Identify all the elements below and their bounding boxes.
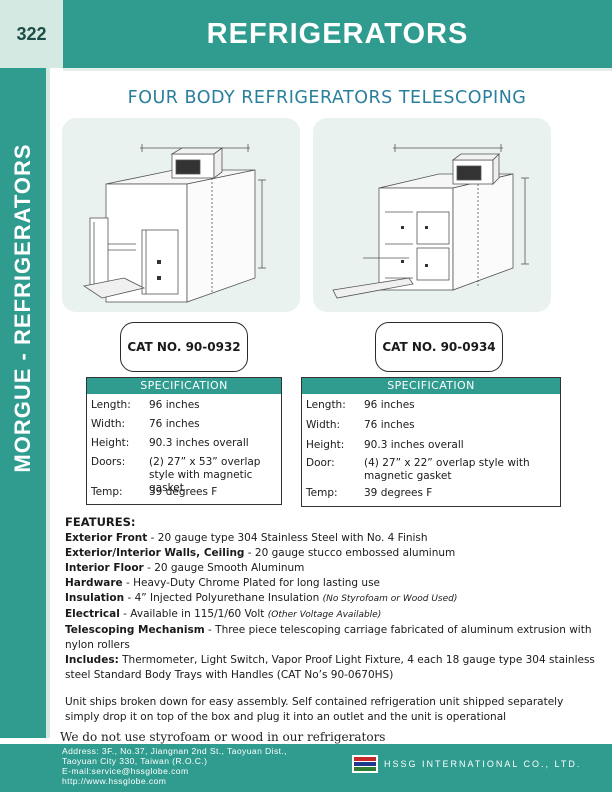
- spec-value: (2) 27” x 53” overlap style with magneti…: [149, 456, 261, 494]
- spec-value: 39 degrees F: [149, 486, 218, 498]
- footer-email: E-mail:service@hssglobe.com: [62, 766, 189, 776]
- spec-label: Length:: [306, 399, 346, 411]
- spec-row-width: Width: 76 inches: [302, 419, 560, 439]
- spec-value: (4) 27” x 22” overlap style with magneti…: [364, 457, 530, 482]
- spec-label: Width:: [91, 418, 126, 430]
- features-section: FEATURES: Exterior Front - 20 gauge type…: [65, 515, 595, 683]
- feature-includes: Includes: Thermometer, Light Switch, Vap…: [65, 653, 595, 683]
- feature-label: Exterior Front: [65, 532, 148, 544]
- spec-row-door: Door: (4) 27” x 22” overlap style with m…: [302, 457, 560, 487]
- spec-value: 90.3 inches overall: [364, 439, 464, 451]
- spec-label: Height:: [306, 439, 345, 451]
- feature-telescoping-mechanism: Telescoping Mechanism - Three piece tele…: [65, 623, 595, 653]
- feature-text: - Heavy-Duty Chrome Plated for long last…: [122, 577, 381, 589]
- spec-row-length: Length: 96 inches: [302, 399, 560, 419]
- feature-label: Insulation: [65, 592, 125, 604]
- feature-text: - Three piece telescoping carriage fabri…: [65, 624, 592, 651]
- feature-hardware: Hardware - Heavy-Duty Chrome Plated for …: [65, 576, 595, 591]
- spec-row-width: Width: 76 inches: [87, 418, 281, 437]
- feature-text: - 4” Injected Polyurethane Insulation: [124, 592, 323, 604]
- product-illustration-4-door: [313, 118, 551, 312]
- specification-table-4-door: SPECIFICATION Length: 96 inches Width: 7…: [301, 377, 561, 507]
- refrigerator-2-door-drawing: [82, 144, 266, 303]
- spec-row-temp: Temp: 39 degrees F: [302, 487, 560, 503]
- footer-company-name: HSSG INTERNATIONAL CO., LTD.: [384, 759, 582, 769]
- spec-label: Temp:: [91, 486, 123, 498]
- sidebar-title: MORGUE - REFRIGERATORS: [10, 143, 35, 473]
- footer-address-line2: Taoyuan City 330, Taiwan (R.O.C.): [62, 756, 208, 766]
- feature-label: Electrical: [65, 608, 120, 620]
- footer-address-line1: Address: 3F., No.37, Jiangnan 2nd St., T…: [62, 746, 288, 756]
- feature-label: Telescoping Mechanism: [65, 624, 205, 636]
- spec-row-height: Height: 90.3 inches overall: [87, 437, 281, 456]
- spec-label: Height:: [91, 437, 130, 449]
- spec-row-doors: Doors: (2) 27” x 53” overlap style with …: [87, 456, 281, 494]
- footer-band: [0, 744, 612, 792]
- catalog-number-2-door: CAT NO. 90-0932: [120, 322, 248, 372]
- page-title: REFRIGERATORS: [206, 17, 469, 50]
- feature-interior-floor: Interior Floor - 20 gauge Smooth Aluminu…: [65, 561, 595, 576]
- spec-label: Temp:: [306, 487, 338, 499]
- feature-note: (No Styrofoam or Wood Used): [322, 594, 458, 604]
- spec-row-height: Height: 90.3 inches overall: [302, 439, 560, 457]
- feature-label: Hardware: [65, 577, 123, 589]
- feature-walls-ceiling: Exterior/Interior Walls, Ceiling - 20 ga…: [65, 546, 595, 561]
- spec-header: SPECIFICATION: [302, 378, 560, 394]
- feature-label: Interior Floor: [65, 562, 144, 574]
- header-divider: [63, 68, 612, 71]
- spec-value: 76 inches: [149, 418, 200, 430]
- spec-value: 76 inches: [364, 419, 415, 431]
- feature-text: Thermometer, Light Switch, Vapor Proof L…: [65, 654, 595, 681]
- spec-row-length: Length: 96 inches: [87, 399, 281, 418]
- spec-label: Doors:: [91, 456, 126, 468]
- feature-text: - Available in 115/1/60 Volt: [119, 608, 268, 620]
- catalog-number-4-door: CAT NO. 90-0934: [375, 322, 503, 372]
- features-heading: FEATURES:: [65, 515, 136, 529]
- assembly-note: Unit ships broken down for easy assembly…: [65, 696, 564, 723]
- footer-website: http://www.hssglobe.com: [62, 776, 167, 786]
- feature-text: - 20 gauge Smooth Aluminum: [143, 562, 305, 574]
- styrofoam-note: We do not use styrofoam or wood in our r…: [60, 730, 386, 744]
- spec-label: Width:: [306, 419, 341, 431]
- section-subtitle: FOUR BODY REFRIGERATORS TELESCOPING: [127, 88, 527, 108]
- sidebar-band: [0, 68, 50, 738]
- feature-text: - 20 gauge type 304 Stainless Steel with…: [147, 532, 428, 544]
- feature-insulation: Insulation - 4” Injected Polyurethane In…: [65, 591, 595, 607]
- spec-value: 96 inches: [149, 399, 200, 411]
- product-illustration-2-door: [62, 118, 300, 312]
- header-band: [0, 0, 612, 68]
- feature-label: Exterior/Interior Walls, Ceiling: [65, 547, 245, 559]
- feature-electrical: Electrical - Available in 115/1/60 Volt …: [65, 607, 595, 623]
- spec-row-temp: Temp: 39 degrees F: [87, 486, 281, 502]
- page-number: 322: [0, 0, 63, 68]
- spec-value: 90.3 inches overall: [149, 437, 249, 449]
- spec-value: 39 degrees F: [364, 487, 433, 499]
- spec-value: 96 inches: [364, 399, 415, 411]
- feature-note: (Other Voltage Available): [267, 610, 382, 620]
- specification-table-2-door: SPECIFICATION Length: 96 inches Width: 7…: [86, 377, 282, 505]
- spec-label: Door:: [306, 457, 335, 469]
- feature-text: - 20 gauge stucco embossed aluminum: [244, 547, 456, 559]
- footer-contact: Address: 3F., No.37, Jiangnan 2nd St., T…: [62, 746, 287, 786]
- hssg-logo-icon: [352, 755, 378, 773]
- refrigerator-4-door-drawing: [332, 144, 529, 299]
- feature-exterior-front: Exterior Front - 20 gauge type 304 Stain…: [65, 531, 595, 546]
- feature-label: Includes:: [65, 654, 119, 666]
- spec-label: Length:: [91, 399, 131, 411]
- spec-header: SPECIFICATION: [87, 378, 281, 394]
